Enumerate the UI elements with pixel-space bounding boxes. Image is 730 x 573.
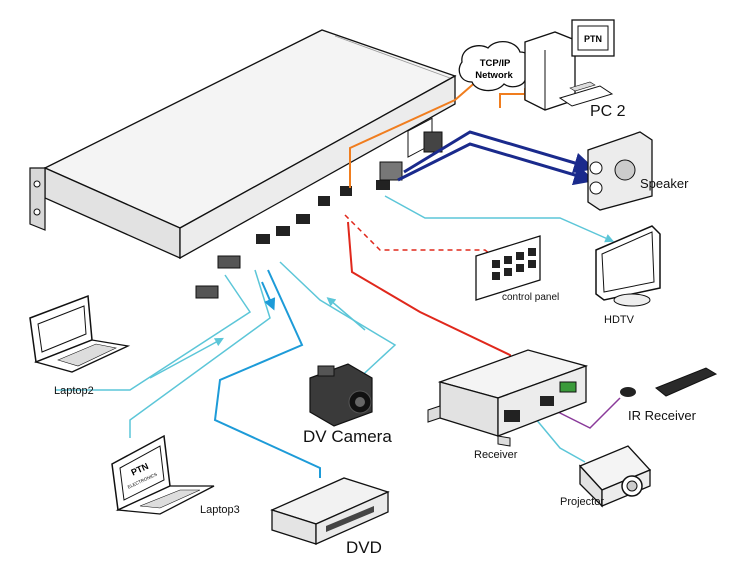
network-cloud-label-1: TCP/IP [480,58,511,69]
hdtv-cable [384,195,615,243]
matrix-switcher [29,29,457,299]
control-panel-cable [344,214,501,263]
control-panel-device [475,235,541,301]
dv-camera-label: DV Camera [303,427,392,446]
ir-receiver-label: IR Receiver [628,408,696,423]
laptop2-label: Laptop2 [54,385,94,397]
hdtv-label: HDTV [604,314,634,326]
hdtv-monitor [595,225,661,307]
pc2-label: PC 2 [590,103,626,120]
laptop3-cable [129,269,271,438]
laptop2-cable [55,274,252,391]
projector-device [578,445,652,508]
projector-label: Projector [560,496,605,508]
control-panel-label: control panel [502,292,560,303]
speaker-cable-1 [397,142,596,186]
laptop2-device [29,294,131,373]
speaker-device [587,131,653,211]
camera-cable [279,261,397,383]
pc2-computer [524,19,615,111]
network-cable [349,99,456,188]
receiver-device [427,349,589,447]
pc2-network-cable [499,88,536,108]
projector-cable [534,417,586,463]
dvd-cable [213,269,321,478]
monitor-logo: PTN [584,34,602,44]
dvd-label: DVD [346,538,382,557]
speaker-label: Speaker [640,176,689,191]
ir-cable [549,397,621,429]
network-cloud-label-2: Network [475,70,513,81]
ir-receiver-device [620,367,718,397]
receiver-label: Receiver [474,449,518,461]
dvd-player [270,477,390,546]
laptop3-label: Laptop3 [200,504,240,516]
laptop3-device [111,434,215,515]
speaker-cable-2 [403,130,596,174]
dv-camera-device [309,363,373,427]
